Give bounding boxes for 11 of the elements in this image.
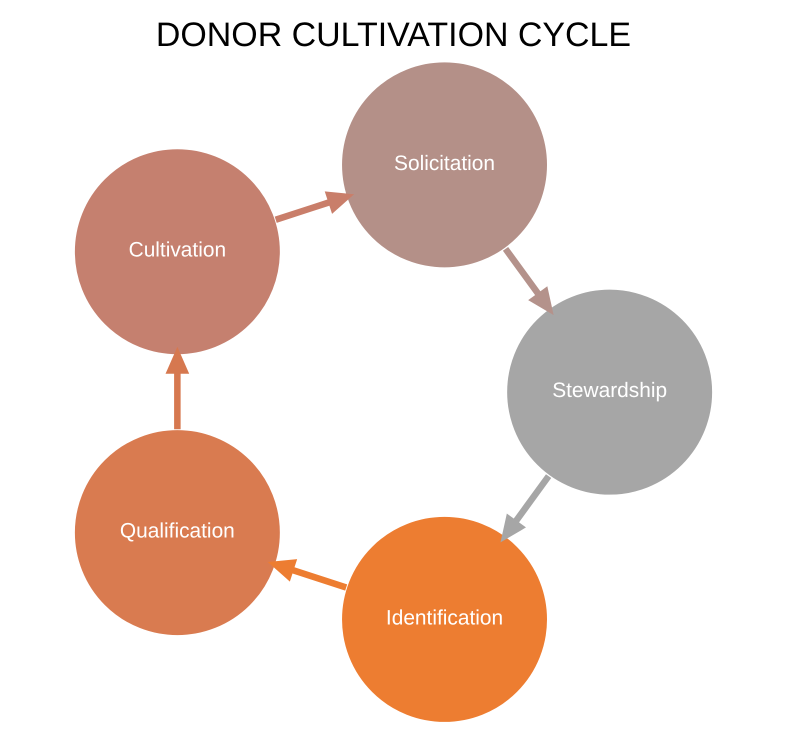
- node-circle: Cultivation: [73, 148, 281, 356]
- arrow: [165, 346, 189, 430]
- node-circle: Stewardship: [505, 288, 713, 496]
- arrow: [502, 246, 554, 316]
- arrow: [274, 191, 354, 223]
- diagram-title: DONOR CULTIVATION CYCLE: [155, 16, 631, 54]
- node-circle: Solicitation: [340, 61, 548, 269]
- arrow: [267, 559, 347, 591]
- node-circle: Identification: [340, 516, 548, 724]
- arrow: [500, 474, 551, 542]
- node-circle: Qualification: [73, 428, 281, 636]
